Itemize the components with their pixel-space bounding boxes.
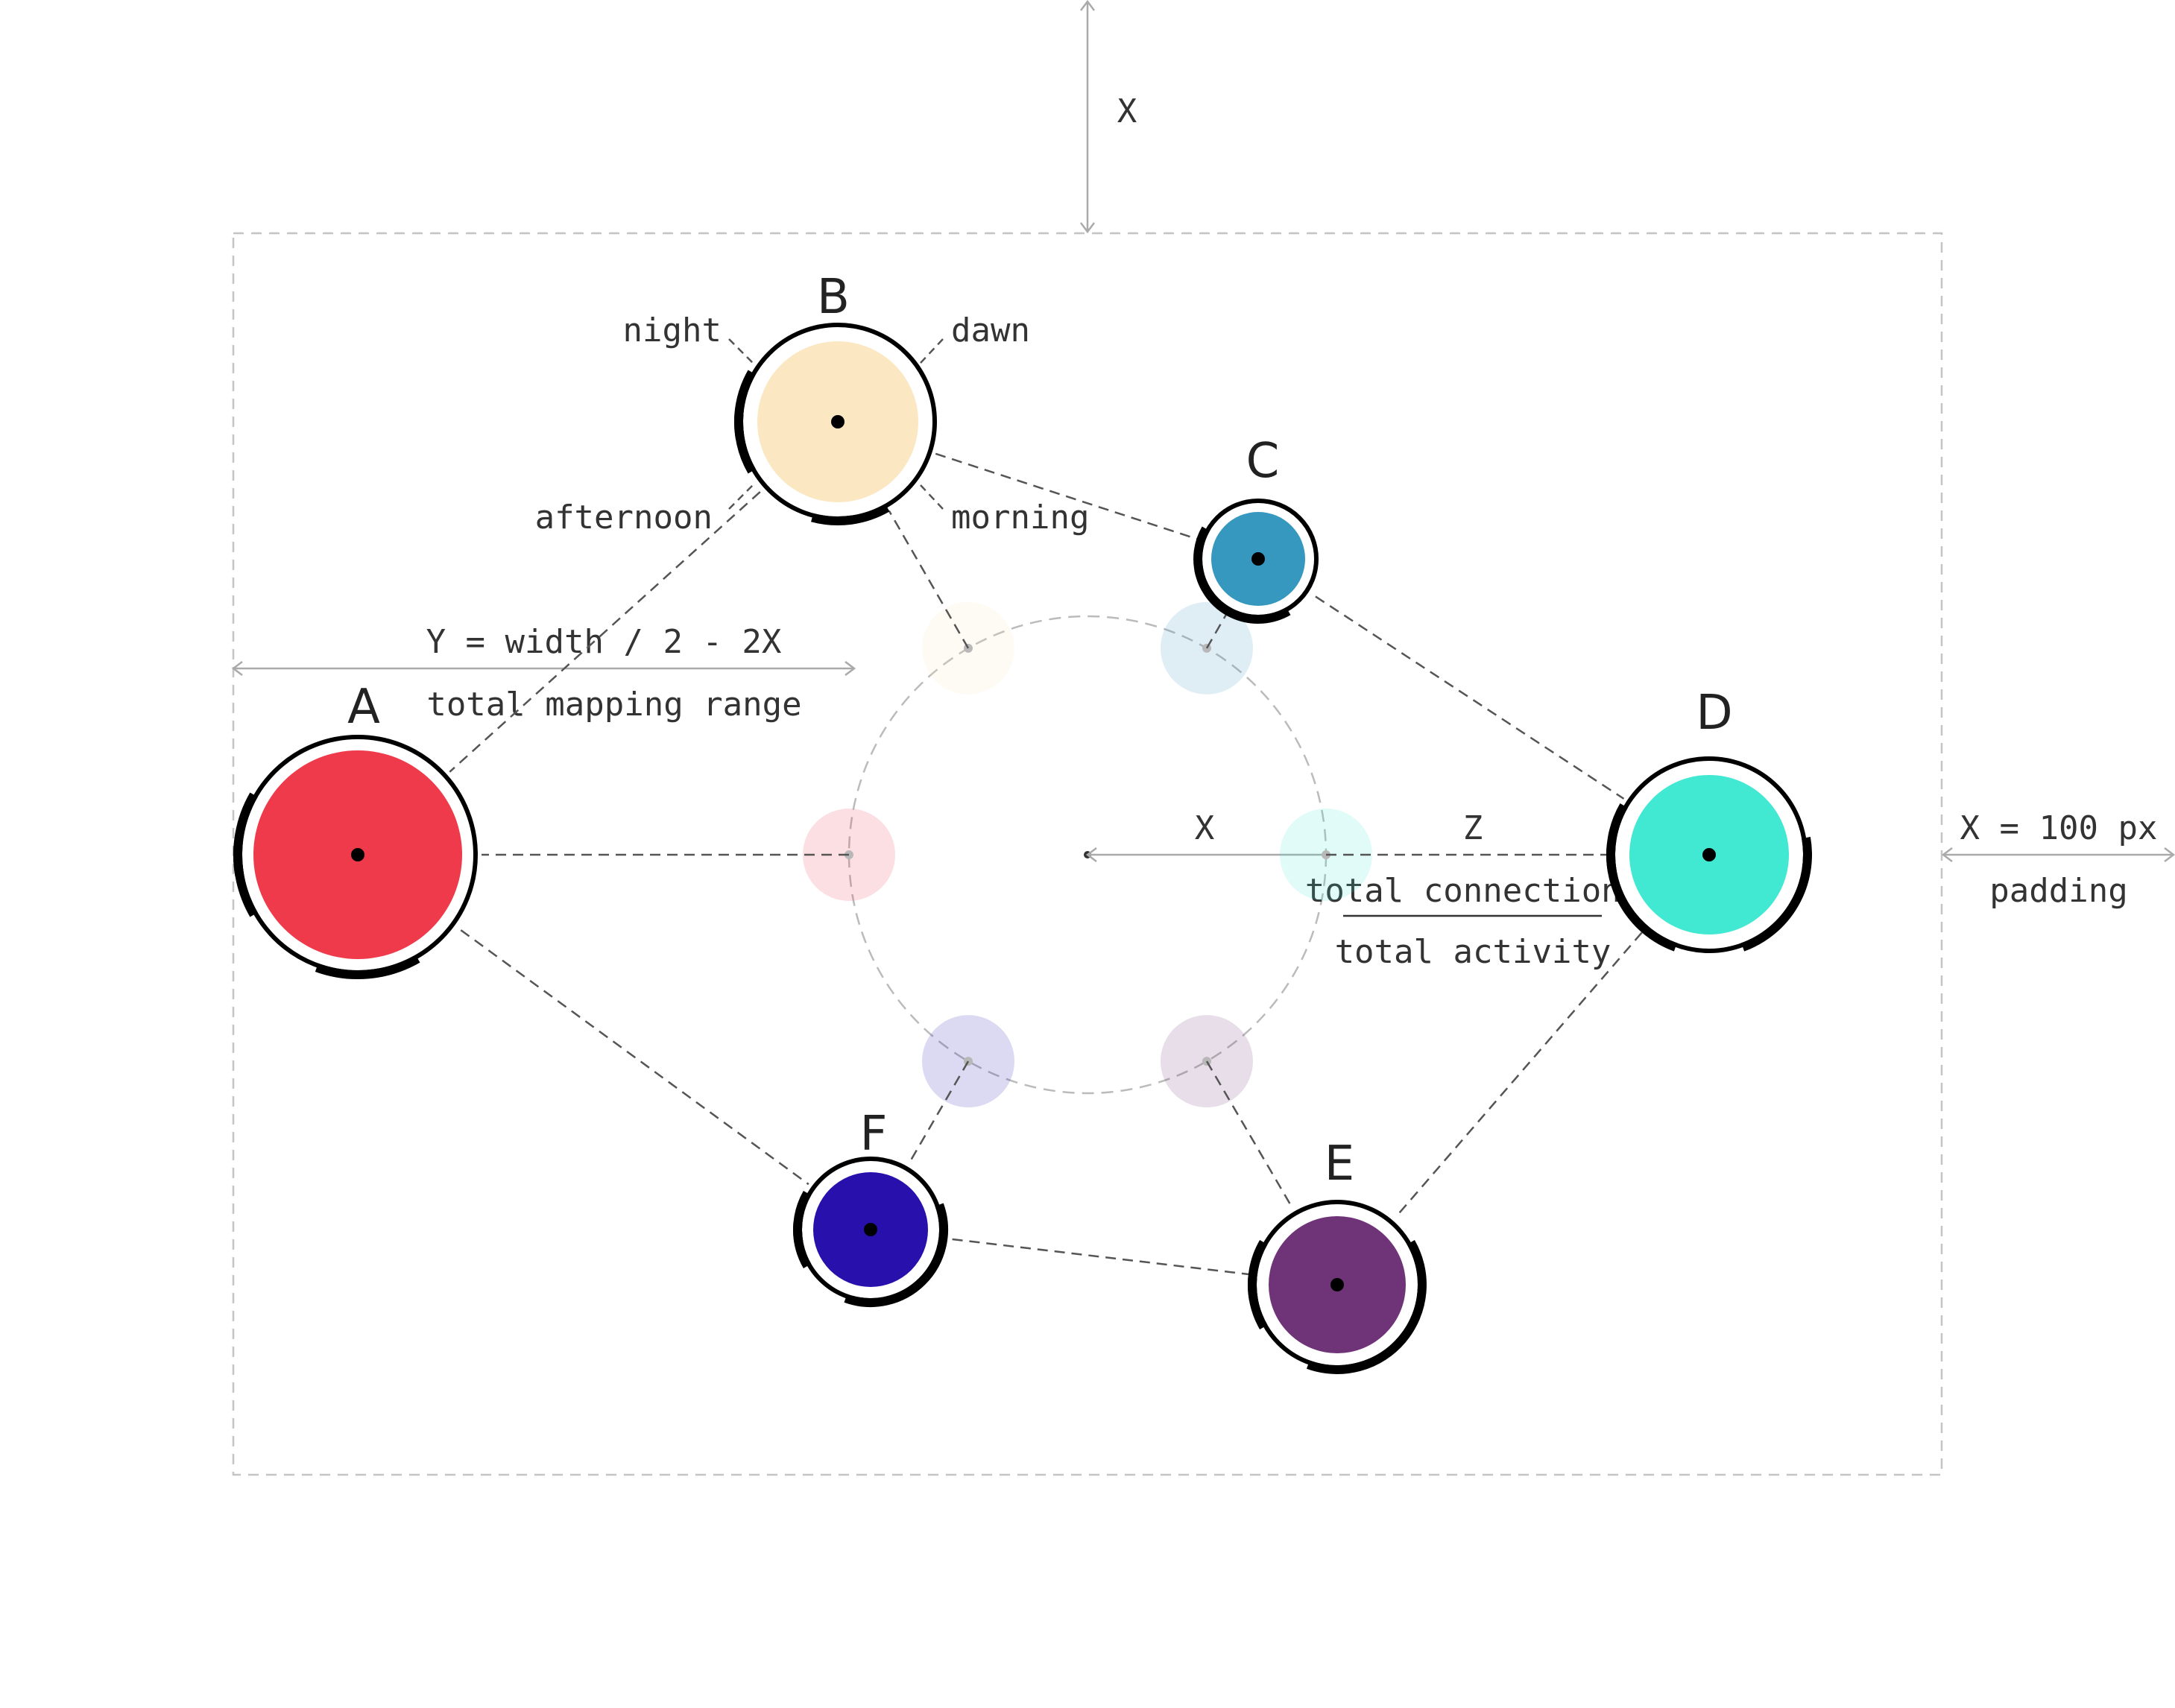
node-center-dot xyxy=(831,415,845,428)
node-label-b: B xyxy=(817,270,850,325)
nodes: A B C D E F xyxy=(233,270,1812,1374)
ratio-label-backdrop xyxy=(1336,864,1606,914)
node-center-dot xyxy=(1251,552,1265,566)
node-f[interactable]: F xyxy=(793,1107,948,1307)
activity-arc xyxy=(811,503,890,525)
node-label-c: C xyxy=(1246,434,1280,489)
time-label-night: night xyxy=(623,311,722,349)
activity-arc xyxy=(1247,1277,1268,1330)
node-d[interactable]: D xyxy=(1606,686,1812,957)
inner-radius-dimension xyxy=(1085,847,1322,862)
activity-arc xyxy=(315,955,420,979)
node-e[interactable]: E xyxy=(1247,1136,1427,1374)
activity-arc xyxy=(1306,1240,1427,1374)
time-label-morning: morning xyxy=(951,499,1089,537)
time-label-afternoon: afternoon xyxy=(535,499,713,537)
node-label-f: F xyxy=(860,1107,888,1162)
ratio-denominator-label: total activity xyxy=(1335,933,1611,971)
top-margin-dimension xyxy=(1080,0,1095,234)
inner-radius-label: X xyxy=(1195,809,1215,847)
padding-label: padding xyxy=(1989,872,2127,910)
node-center-dot xyxy=(1330,1278,1344,1291)
time-label-dawn: dawn xyxy=(951,311,1030,349)
z-label: Z xyxy=(1463,809,1483,847)
connection-lines xyxy=(357,420,1710,1286)
activity-arc xyxy=(233,844,258,917)
activity-arc xyxy=(734,412,757,474)
activity-arc xyxy=(1741,837,1812,952)
top-margin-label: X xyxy=(1117,92,1137,130)
node-label-a: A xyxy=(347,680,380,735)
width-formula-label: Y = width / 2 - 2X xyxy=(426,623,782,661)
activity-arc xyxy=(844,1203,948,1307)
time-leader-lines xyxy=(728,338,944,510)
link-f-a xyxy=(357,853,871,1231)
node-c[interactable]: C xyxy=(1193,434,1322,624)
padding-dimension xyxy=(1941,847,2175,862)
node-center-dot xyxy=(351,848,364,861)
displacement-line-b xyxy=(836,421,970,649)
activity-arc xyxy=(1194,568,1291,624)
node-center-dot xyxy=(1702,848,1716,861)
node-b[interactable]: B xyxy=(734,270,941,525)
mapping-range-label: total mapping range xyxy=(426,686,801,724)
node-center-dot xyxy=(864,1223,877,1236)
node-label-e: E xyxy=(1325,1136,1354,1192)
node-a[interactable]: A xyxy=(233,680,482,979)
mapping-range-dimension xyxy=(231,661,856,676)
node-label-d: D xyxy=(1696,686,1732,741)
padding-value-label: X = 100 px xyxy=(1960,809,2158,847)
activity-arc xyxy=(793,1222,812,1268)
activity-arc xyxy=(1606,845,1677,952)
ratio-numerator-label: total connections xyxy=(1305,872,1641,910)
